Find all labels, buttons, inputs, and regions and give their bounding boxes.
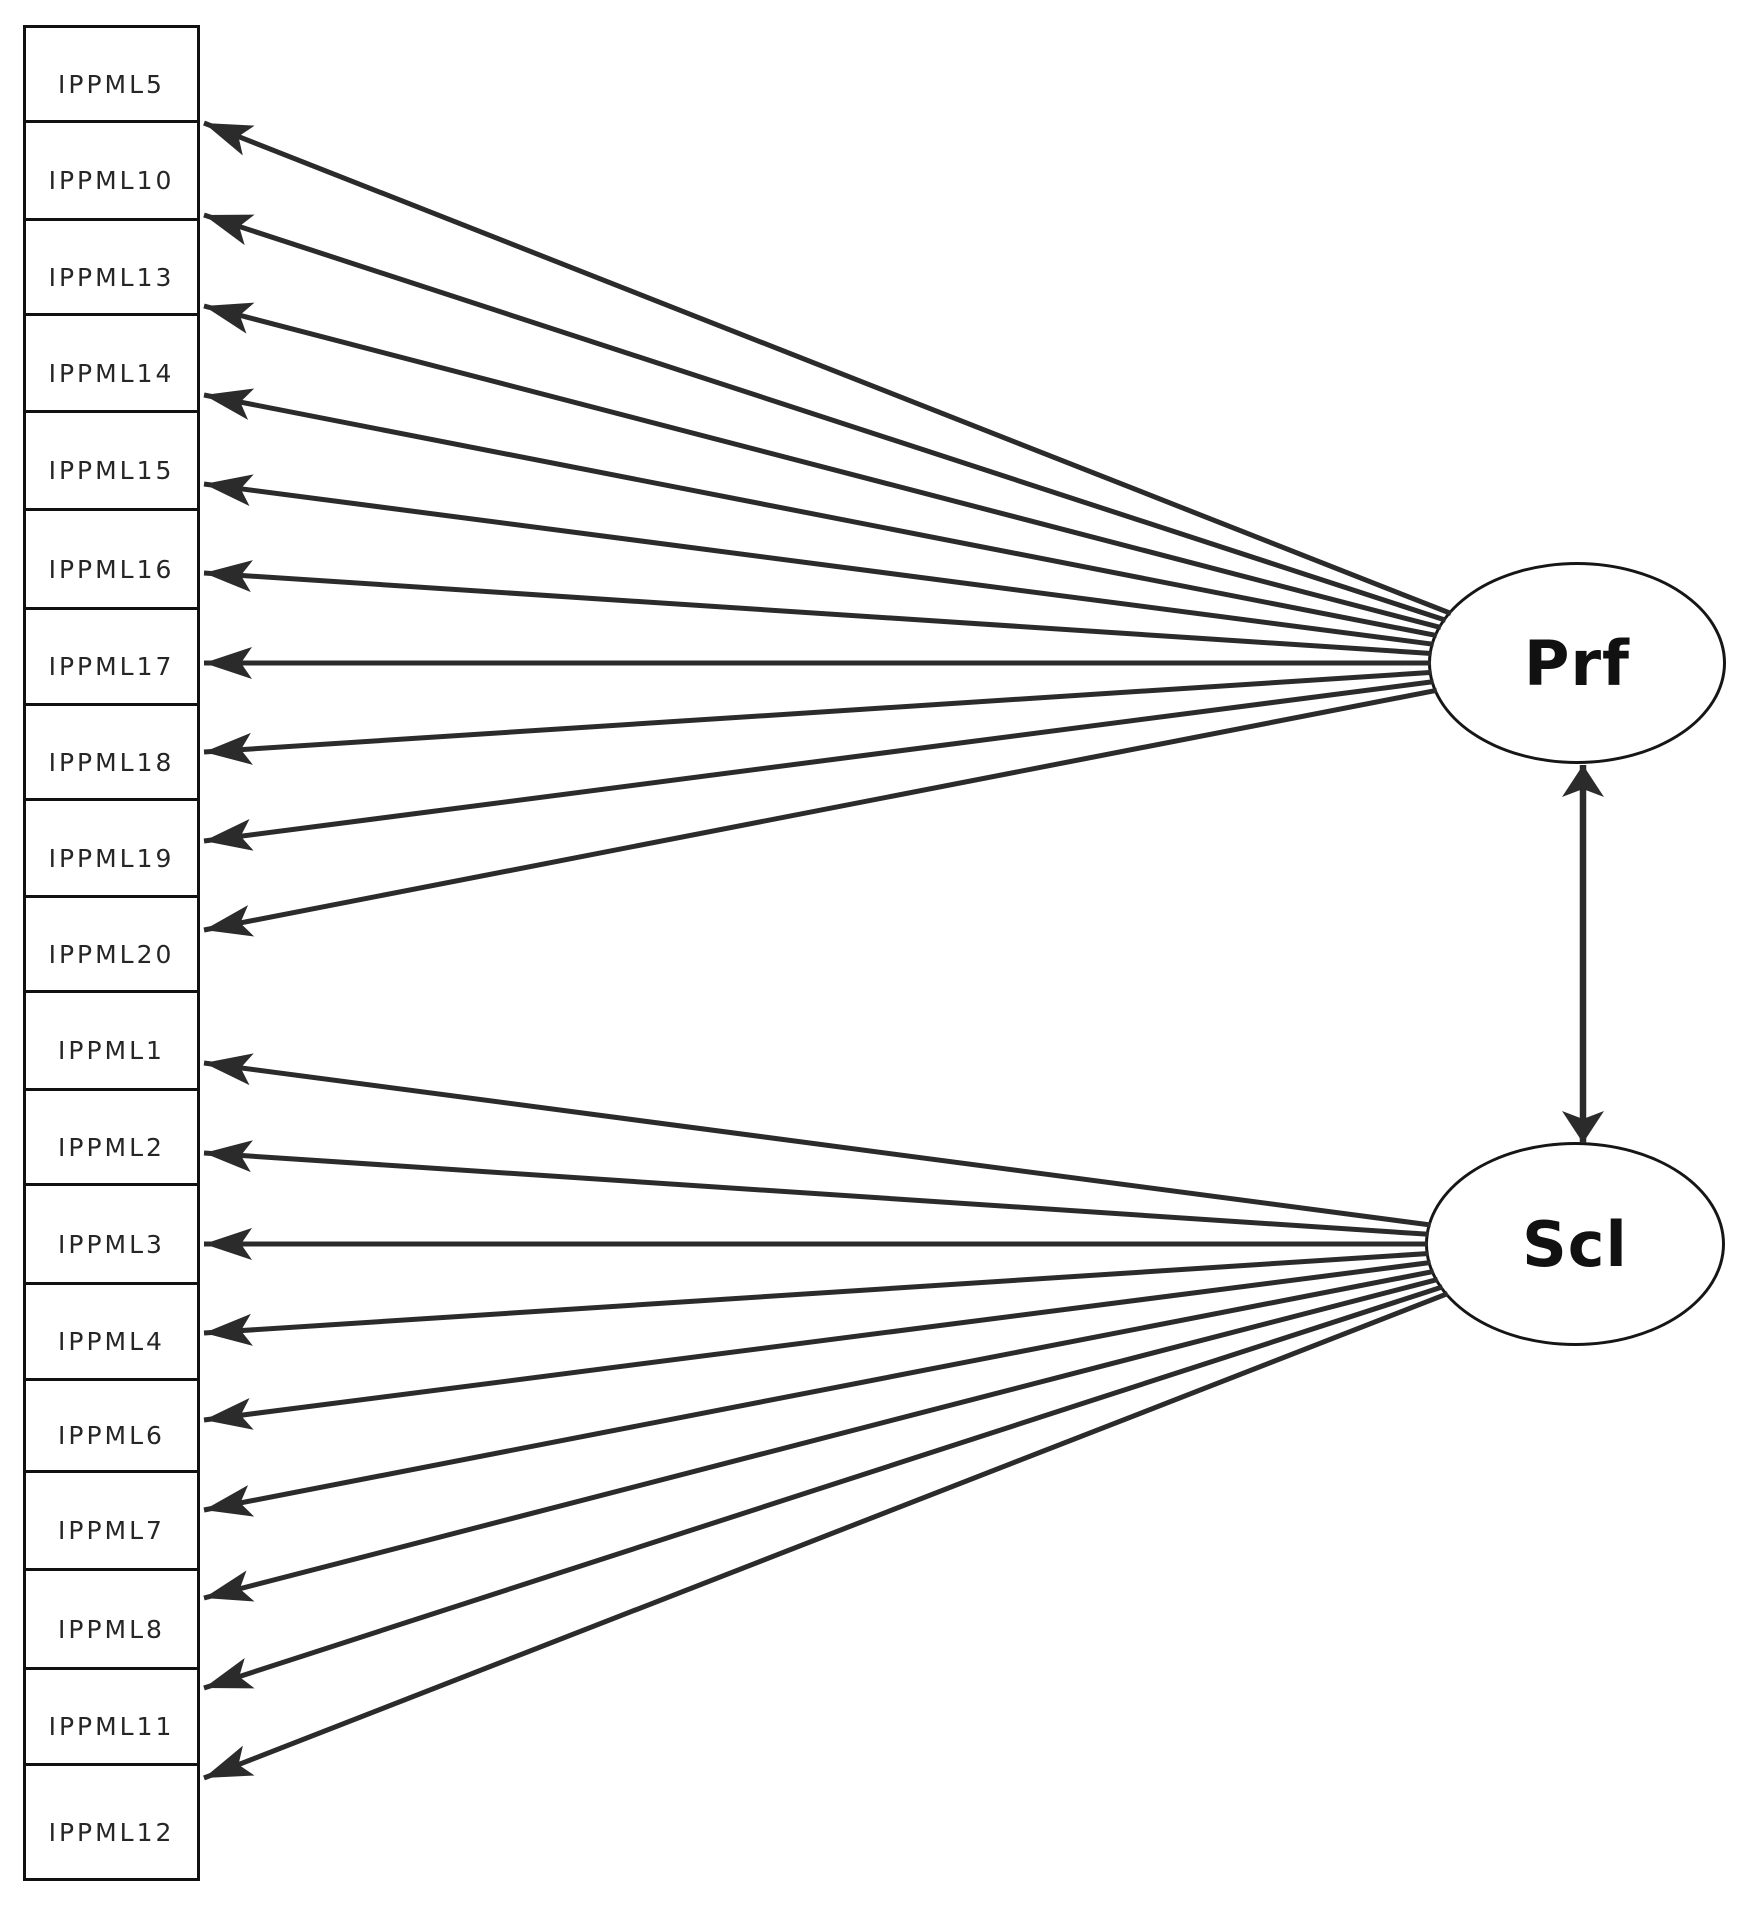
- indicator-box-label: IPPML14: [48, 358, 175, 388]
- indicator-box-ippml7: IPPML7: [23, 1470, 200, 1568]
- indicator-box-label: IPPML12: [48, 1817, 175, 1847]
- loading-arrow-prf-ippml13: [203, 302, 1442, 631]
- indicator-box-label: IPPML6: [58, 1421, 165, 1450]
- loading-arrow-scl-ippml7: [203, 1268, 1435, 1517]
- loading-arrow-scl-ippml8: [203, 1276, 1439, 1602]
- indicator-box-ippml14: IPPML14: [23, 313, 200, 410]
- indicator-box-ippml19: IPPML19: [23, 798, 200, 895]
- indicator-box-label: IPPML2: [58, 1132, 165, 1162]
- indicator-box-ippml5: IPPML5: [23, 25, 200, 120]
- indicator-box-label: IPPML5: [58, 69, 165, 99]
- latent-factor-prf: Prf: [1428, 562, 1726, 764]
- loading-arrow-scl-ippml11: [203, 1284, 1444, 1691]
- indicator-box-ippml8: IPPML8: [23, 1568, 200, 1667]
- loading-arrow-prf-ippml5: [203, 120, 1452, 616]
- indicator-box-ippml3: IPPML3: [23, 1183, 200, 1282]
- indicator-box-label: IPPML11: [48, 1712, 175, 1741]
- indicator-box-ippml16: IPPML16: [23, 508, 200, 607]
- latent-factor-prf-label: Prf: [1524, 626, 1630, 700]
- indicator-box-label: IPPML3: [58, 1229, 165, 1259]
- indicator-box-ippml15: IPPML15: [23, 410, 200, 508]
- indicator-box-label: IPPML18: [48, 747, 175, 777]
- loading-arrow-prf-ippml20: [203, 687, 1438, 937]
- loading-arrow-prf-ippml14: [203, 388, 1438, 639]
- indicator-box-label: IPPML8: [58, 1614, 165, 1644]
- loading-arrow-scl-ippml2: [203, 1140, 1429, 1237]
- indicator-box-ippml18: IPPML18: [23, 703, 200, 798]
- indicator-box-label: IPPML13: [48, 262, 175, 292]
- loading-arrow-prf-ippml16: [203, 560, 1432, 656]
- latent-factor-scl: Scl: [1425, 1142, 1725, 1346]
- indicator-box-ippml10: IPPML10: [23, 120, 200, 218]
- indicator-box-ippml11: IPPML11: [23, 1667, 200, 1763]
- indicator-box-ippml2: IPPML2: [23, 1088, 200, 1183]
- indicator-box-ippml17: IPPML17: [23, 607, 200, 703]
- indicator-box-label: IPPML1: [58, 1036, 165, 1065]
- indicator-box-label: IPPML16: [48, 554, 175, 584]
- indicator-box-label: IPPML20: [48, 939, 175, 969]
- indicator-box-ippml20: IPPML20: [23, 895, 200, 990]
- indicator-box-label: IPPML19: [48, 843, 175, 873]
- indicator-box-ippml6: IPPML6: [23, 1378, 200, 1470]
- loading-arrow-scl-ippml12: [203, 1291, 1449, 1781]
- loading-arrow-scl-ippml4: [203, 1251, 1429, 1346]
- indicator-box-ippml12: IPPML12: [23, 1763, 200, 1881]
- indicator-box-label: IPPML7: [58, 1516, 165, 1545]
- indicator-box-label: IPPML10: [48, 166, 175, 195]
- indicator-box-label: IPPML15: [48, 456, 175, 485]
- loading-arrow-prf-ippml10: [203, 212, 1447, 623]
- latent-factor-scl-label: Scl: [1522, 1207, 1628, 1281]
- indicator-box-ippml13: IPPML13: [23, 218, 200, 313]
- loading-arrow-prf-ippml19: [203, 679, 1434, 851]
- indicator-box-ippml4: IPPML4: [23, 1282, 200, 1378]
- loading-arrow-prf-ippml15: [203, 474, 1435, 647]
- indicator-box-label: IPPML4: [58, 1327, 165, 1356]
- indicator-box-label: IPPML17: [48, 652, 175, 681]
- loading-arrow-prf-ippml18: [203, 669, 1432, 765]
- loading-arrow-scl-ippml1: [203, 1053, 1432, 1228]
- indicator-box-ippml1: IPPML1: [23, 990, 200, 1088]
- loading-arrow-scl-ippml6: [203, 1260, 1431, 1430]
